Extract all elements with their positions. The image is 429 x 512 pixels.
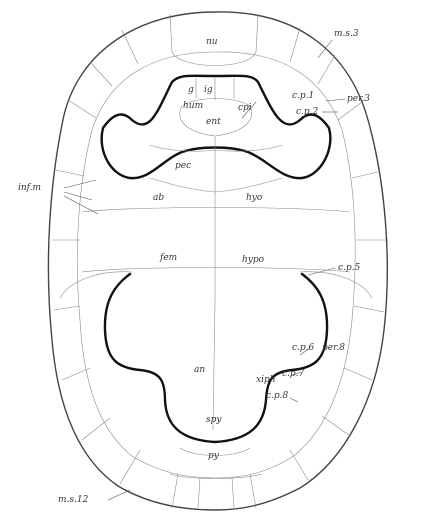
label-per8: per.8 [322, 343, 345, 353]
lateral-arc-left [60, 272, 132, 298]
label-nu: nu [206, 37, 218, 47]
plastron-sutures [82, 78, 350, 430]
label-ig: ig [204, 85, 213, 95]
label-cp6: c.p.6 [292, 343, 315, 353]
label-cp5: c.p.5 [338, 263, 361, 273]
label-fem: fem [159, 253, 177, 263]
label-hyo: hyo [246, 193, 263, 203]
label-ms3: m.s.3 [334, 29, 359, 39]
lateral-arc-right [300, 272, 372, 298]
label-hypo: hypo [242, 255, 265, 265]
label-py: py [208, 451, 220, 461]
marginal-sutures [52, 14, 386, 508]
label-cp2: c.p.2 [296, 107, 319, 117]
label-per3: per.3 [347, 94, 370, 104]
label-cp8: c.p.8 [266, 391, 289, 401]
label-ent: ent [206, 117, 221, 127]
label-cp1: c.p.1 [292, 91, 314, 101]
shell-outline [48, 12, 387, 510]
label-cpi: cpi [238, 103, 252, 113]
label-an: an [194, 365, 205, 375]
label-ab: ab [153, 193, 164, 203]
label-cp7: c.p.7 [282, 369, 305, 379]
label-spy: spy [206, 415, 222, 425]
label-g: g [188, 85, 194, 95]
label-xiph: xiph [256, 375, 276, 385]
label-pec: pec [175, 161, 191, 171]
label-ms12: m.s.12 [58, 495, 89, 505]
label-inf-m: inf.m [18, 183, 41, 193]
label-hum: hum [183, 101, 203, 111]
